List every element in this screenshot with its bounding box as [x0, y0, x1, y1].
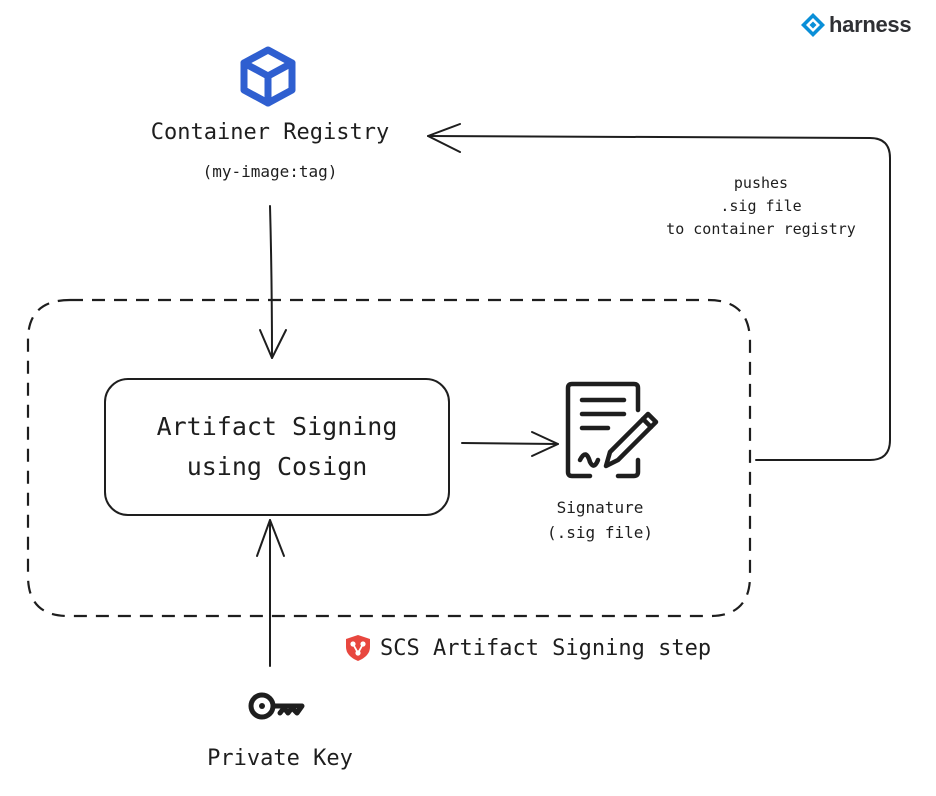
private-key-label: Private Key — [207, 746, 353, 771]
step-label: SCS Artifact Signing step — [344, 634, 711, 662]
key-icon — [248, 692, 305, 720]
signing-title-line: using Cosign — [186, 452, 368, 481]
push-note-line: to container registry — [666, 220, 856, 238]
signing-title-line: Artifact Signing — [156, 412, 398, 441]
harness-logo-text: harness — [829, 12, 912, 37]
step-label-text: SCS Artifact Signing step — [380, 635, 712, 661]
push-note-line: .sig file — [720, 197, 802, 215]
signature-title: Signature — [556, 498, 644, 517]
push-note-line: pushes — [733, 174, 789, 192]
registry-title: Container Registry — [150, 120, 390, 145]
harness-logo-icon — [801, 13, 825, 37]
push-note: pushes .sig file to container registry — [646, 172, 876, 241]
harness-logo: harness — [800, 12, 912, 38]
cube-icon — [240, 46, 296, 107]
shield-icon — [346, 635, 370, 661]
step-boundary — [26, 298, 752, 618]
push-to-registry-arrow — [427, 123, 891, 461]
registry-to-signing-arrow — [259, 205, 287, 359]
signing-to-signature-arrow — [461, 431, 559, 457]
registry-tag: (my-image:tag) — [202, 162, 338, 181]
signed-document-icon — [565, 381, 659, 479]
key-to-signing-arrow — [256, 519, 285, 667]
artifact-signing-box: Artifact Signing using Cosign — [104, 378, 450, 516]
signature-subtitle: (.sig file) — [547, 523, 653, 542]
